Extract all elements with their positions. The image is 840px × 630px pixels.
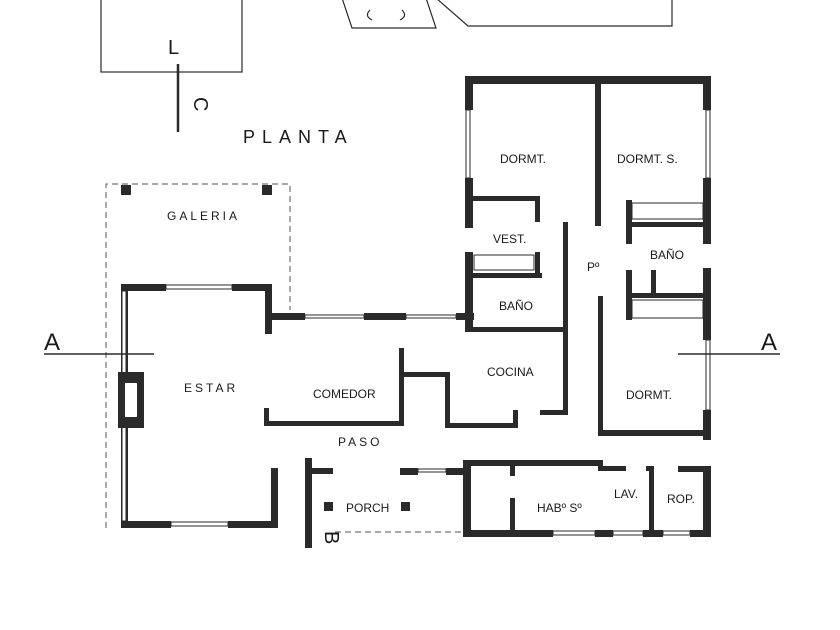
estar-walls <box>118 284 278 528</box>
room-label-dormt-s: DORMT. S. <box>617 152 678 166</box>
room-label-porch: PORCH <box>346 501 389 515</box>
room-label-paso: PASO <box>338 435 382 449</box>
room-label-vest: VEST. <box>493 232 526 246</box>
room-label-lav: LAV. <box>614 487 638 501</box>
porch-column <box>401 502 410 511</box>
room-label-dormt-1: DORMT. <box>500 152 546 166</box>
page-title: PLANTA <box>243 127 354 147</box>
section-marker-a-left: A <box>44 329 60 356</box>
service-wing-walls <box>305 458 711 548</box>
room-label-galeria: GALERIA <box>167 209 240 223</box>
room-label-cocina: COCINA <box>487 365 534 379</box>
room-label-rop: ROP. <box>667 492 695 506</box>
room-label-bano-2: BAÑO <box>650 248 684 262</box>
galeria-outline <box>105 183 291 528</box>
room-label-comedor: COMEDOR <box>313 387 376 401</box>
room-label-dormt-2: DORMT. <box>626 388 672 402</box>
top-sketch <box>100 0 673 132</box>
section-marker-l-top: L <box>168 37 179 59</box>
bedroom-wing-walls <box>465 76 711 440</box>
room-label-estar: ESTAR <box>184 381 238 395</box>
section-marker-a-right: A <box>761 329 777 356</box>
comedor-cocina-walls <box>264 222 568 428</box>
room-label-pasillo: Pº <box>587 260 600 274</box>
section-marker-c: C <box>189 97 211 111</box>
section-marker-b: B <box>320 531 342 544</box>
porch-column <box>324 502 333 511</box>
room-label-hab-s: HABº Sº <box>537 501 582 515</box>
room-label-bano-1: BAÑO <box>499 299 533 313</box>
